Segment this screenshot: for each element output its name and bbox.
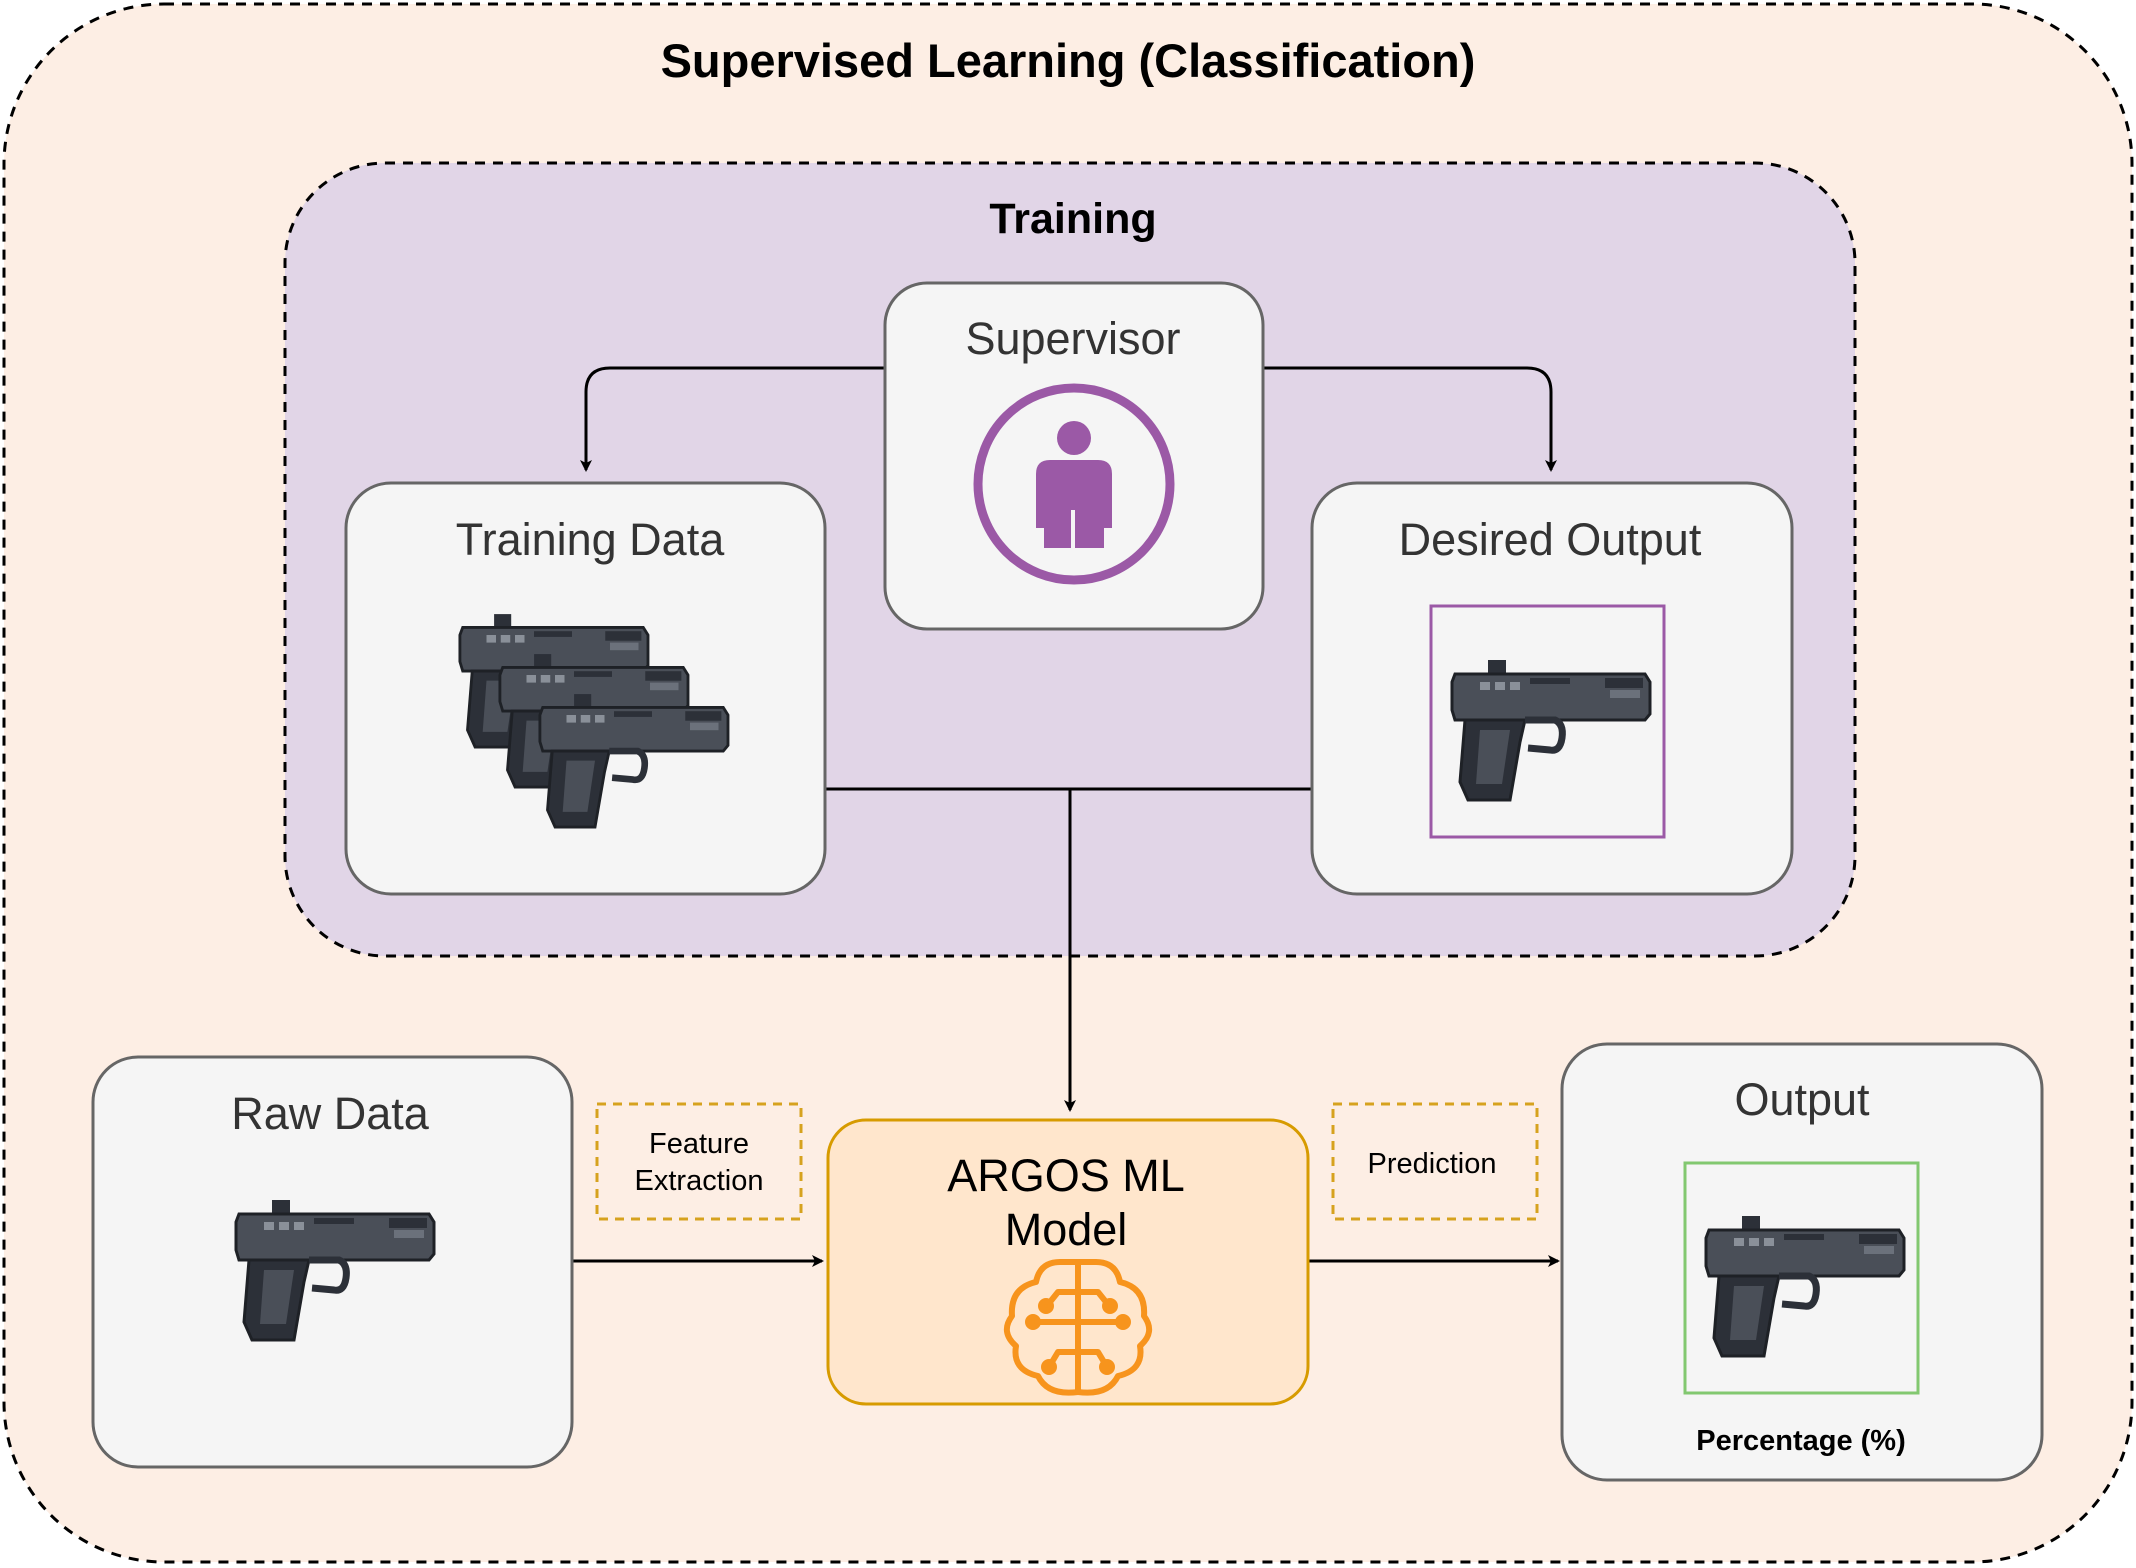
model-label-line1: ARGOS ML	[947, 1150, 1185, 1201]
raw-data-node: Raw Data	[91, 1055, 574, 1469]
supervisor-to-desired-output-arrow	[1263, 366, 1557, 472]
output-node: Output Percentage (%)	[1560, 1042, 2044, 1482]
desired-output-node: Desired Output	[1310, 481, 1794, 896]
supervisor-label: Supervisor	[965, 313, 1180, 364]
person-icon	[973, 383, 1175, 585]
training-title: Training	[989, 195, 1156, 243]
desired-output-frame	[1429, 604, 1666, 839]
output-frame	[1683, 1161, 1920, 1395]
model-label-line2: Model	[1005, 1204, 1128, 1255]
diagram-title: Supervised Learning (Classification)	[661, 34, 1476, 87]
output-caption: Percentage (%)	[1696, 1425, 1906, 1457]
prediction-label-box: Prediction	[1331, 1102, 1539, 1221]
feature-extraction-line2: Extraction	[635, 1165, 764, 1197]
model-node: ARGOS ML Model	[826, 1118, 1310, 1406]
brain-circuit-icon	[1003, 1259, 1153, 1396]
feature-extraction-line1: Feature	[649, 1128, 749, 1160]
feature-extraction-label-box: Feature Extraction	[595, 1102, 803, 1221]
raw-data-label: Raw Data	[231, 1088, 430, 1139]
training-data-label: Training Data	[456, 514, 725, 565]
supervisor-node: Supervisor	[883, 281, 1265, 631]
training-data-node: Training Data	[344, 481, 827, 896]
supervisor-to-training-data-arrow	[580, 366, 885, 472]
output-label: Output	[1734, 1074, 1870, 1125]
desired-output-label: Desired Output	[1399, 514, 1702, 565]
prediction-label: Prediction	[1368, 1148, 1497, 1180]
